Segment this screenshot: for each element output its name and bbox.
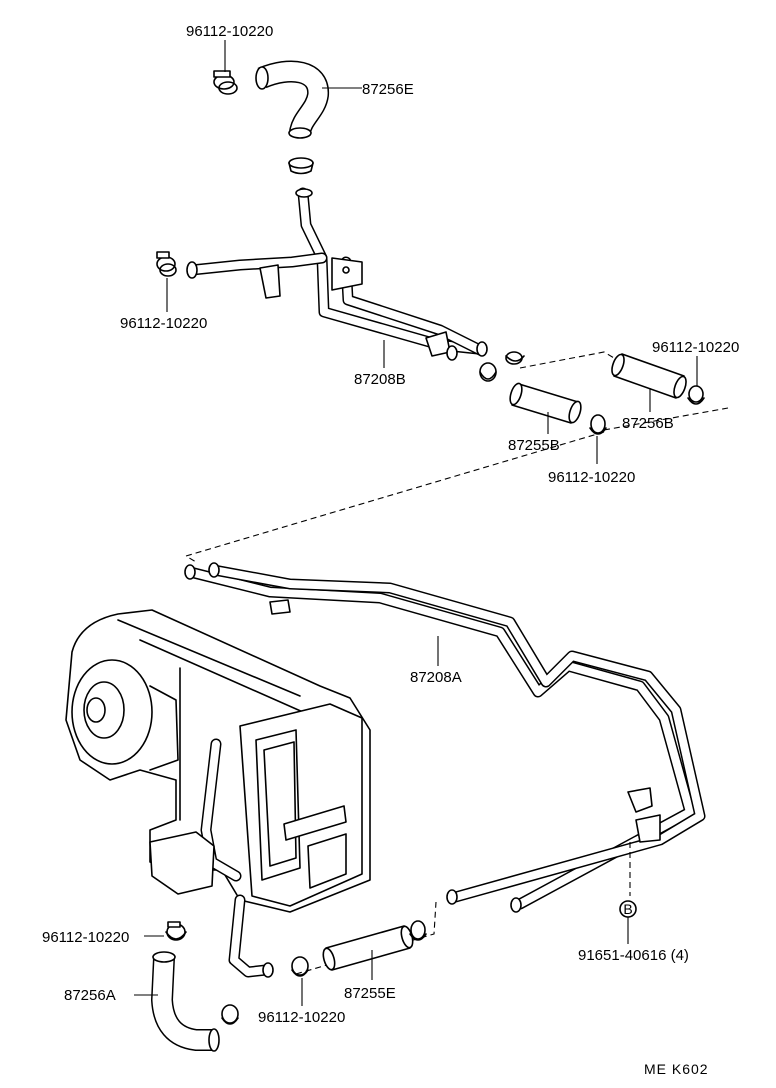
page-code: ME K602 bbox=[644, 1061, 709, 1077]
bolt-ref-marker: B bbox=[619, 900, 637, 918]
label-87255b: 87255B bbox=[508, 437, 560, 454]
clamp-pipe-end-2 bbox=[505, 351, 525, 365]
label-clamp-left: 96112-10220 bbox=[120, 315, 207, 332]
clamp-left bbox=[156, 251, 177, 277]
label-87256b: 87256B bbox=[622, 415, 674, 432]
label-87256a: 87256A bbox=[64, 987, 116, 1004]
clamp-87256e-lower bbox=[288, 157, 314, 175]
clamp-right-top bbox=[687, 385, 705, 405]
clamp-87255e-end bbox=[409, 920, 427, 941]
heater-unit bbox=[65, 609, 371, 913]
label-clamp-bottom-left: 96112-10220 bbox=[42, 929, 129, 946]
label-87255e: 87255E bbox=[344, 985, 396, 1002]
clamp-top bbox=[213, 70, 238, 95]
label-bolt-part: 91651-40616 (4) bbox=[578, 947, 689, 964]
pipe-87208b bbox=[186, 187, 488, 361]
clamp-bottom-left bbox=[165, 921, 187, 941]
label-clamp-mid: 96112-10220 bbox=[548, 469, 635, 486]
clamp-mid bbox=[589, 414, 607, 435]
clamp-bottom bbox=[291, 956, 309, 977]
label-87208b: 87208B bbox=[354, 371, 406, 388]
hose-87256a bbox=[151, 951, 220, 1052]
clamp-87256a-end bbox=[221, 1004, 239, 1025]
label-clamp-bottom: 96112-10220 bbox=[258, 1009, 345, 1026]
pipe-87208a bbox=[184, 562, 706, 913]
dash-cross bbox=[184, 431, 605, 563]
heater-outlet-pipe bbox=[228, 894, 274, 978]
dash-lower bbox=[295, 901, 437, 975]
hose-87256b bbox=[611, 353, 687, 399]
clamp-pipe-end-1 bbox=[479, 362, 497, 382]
label-87208a: 87208A bbox=[410, 669, 462, 686]
label-clamp-top: 96112-10220 bbox=[186, 23, 273, 40]
dash-upper-2 bbox=[603, 407, 729, 431]
hose-87256e bbox=[255, 60, 329, 139]
label-87256e: 87256E bbox=[362, 81, 414, 98]
bolt-ref-letter: B bbox=[623, 901, 632, 917]
hose-87255e bbox=[322, 925, 414, 971]
label-clamp-right-top: 96112-10220 bbox=[652, 339, 739, 356]
dash-upper-1 bbox=[519, 351, 615, 369]
hose-87255b bbox=[509, 382, 582, 424]
